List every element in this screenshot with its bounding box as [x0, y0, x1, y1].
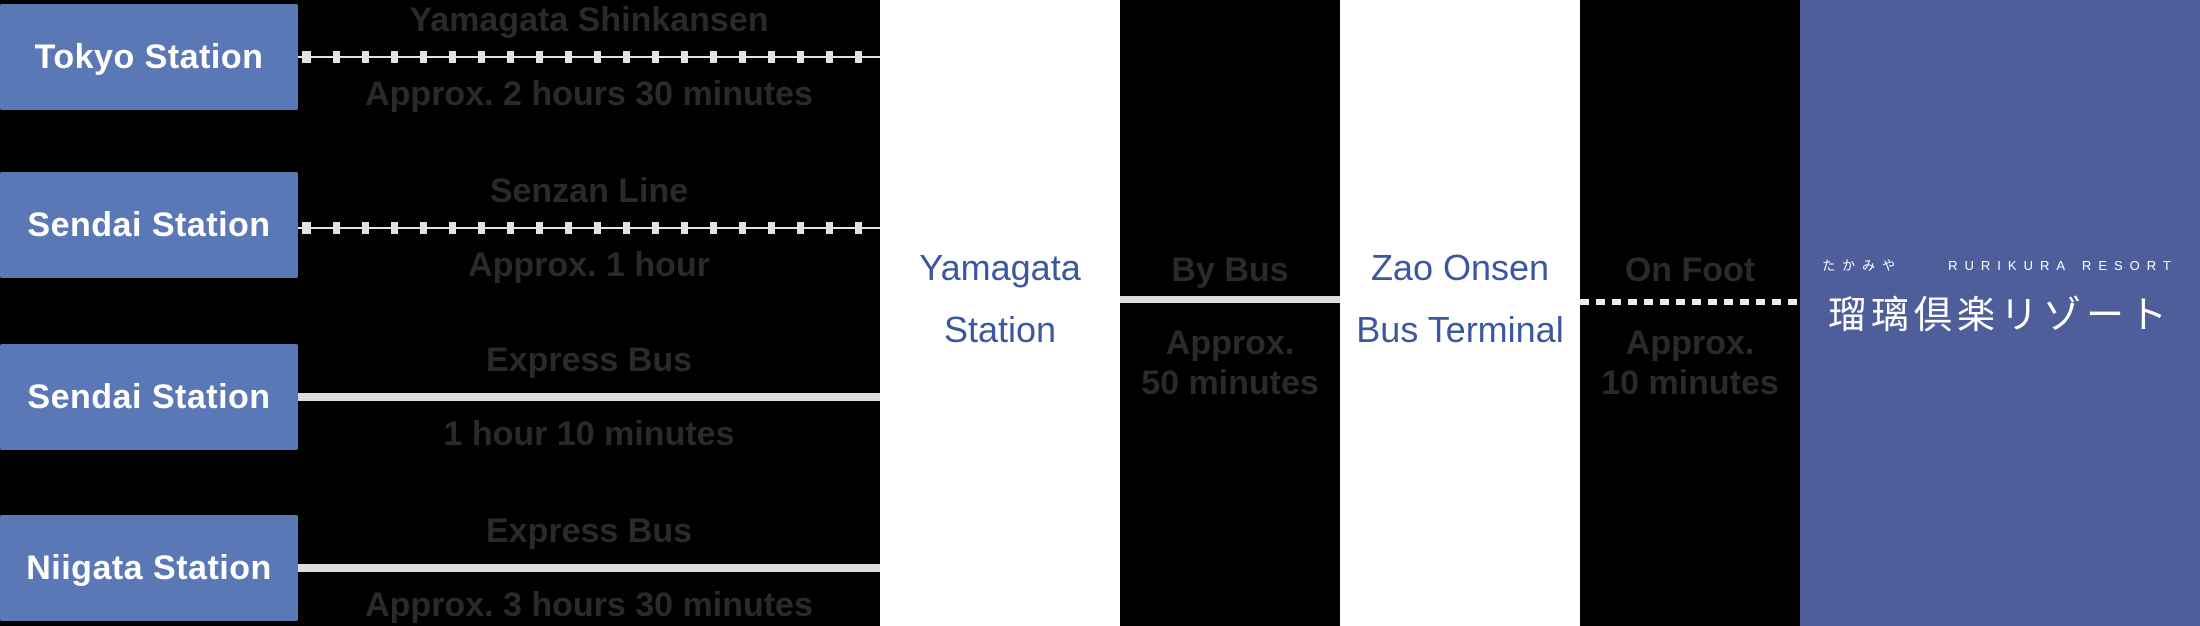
connection-tokyo-yamagata: Yamagata Shinkansen Approx. 2 hours 30 m…: [298, 0, 880, 114]
logo-japanese-name: 瑠璃倶楽リゾート: [1827, 295, 2172, 337]
station-label: Tokyo Station: [34, 37, 264, 76]
route-label: Senzan Line: [489, 172, 689, 210]
duration-label: Approx. 10 minutes: [1580, 323, 1800, 403]
hub-box-zao-onsen-bus-terminal: Zao Onsen Bus Terminal: [1340, 0, 1580, 626]
station-label: Sendai Station: [27, 205, 271, 244]
segment-on-foot: On Foot Approx. 10 minutes: [1580, 0, 1800, 626]
rurikura-resort-logo: たかみや RURIKURA RESORT 瑠璃倶楽リゾート: [1822, 255, 2178, 339]
railway-line: [298, 51, 880, 63]
bus-line: [1120, 296, 1340, 303]
duration-label: Approx. 50 minutes: [1120, 323, 1340, 403]
hub-label-line2: Station: [943, 309, 1057, 350]
station-box-sendai-rail: Sendai Station: [0, 172, 298, 278]
segment-by-bus: By Bus Approx. 50 minutes: [1120, 0, 1340, 626]
station-label: Niigata Station: [26, 548, 272, 587]
duration-line2: 10 minutes: [1601, 364, 1779, 402]
mode-label: By Bus: [1171, 251, 1289, 289]
bus-line: [298, 393, 880, 401]
logo-furigana: たかみや: [1822, 258, 1903, 273]
station-label: Sendai Station: [27, 377, 271, 416]
station-box-niigata: Niigata Station: [0, 515, 298, 621]
route-label: Express Bus: [486, 512, 692, 550]
logo-top-line: たかみや RURIKURA RESORT: [1822, 255, 2178, 274]
route-label: Yamagata Shinkansen: [409, 1, 769, 39]
duration-line2: 50 minutes: [1141, 364, 1319, 402]
connection-sendai-yamagata-rail: Senzan Line Approx. 1 hour: [298, 171, 880, 285]
walk-dashed-line: [1580, 299, 1800, 305]
station-box-tokyo: Tokyo Station: [0, 4, 298, 110]
railway-line: [298, 222, 880, 234]
hub-label-line1: Zao Onsen: [1370, 247, 1550, 288]
hub-label-line1: Yamagata: [919, 247, 1081, 288]
hub-box-yamagata-station: Yamagata Station: [880, 0, 1120, 626]
connection-sendai-yamagata-bus: Express Bus 1 hour 10 minutes: [298, 340, 880, 454]
logo-latin-name: RURIKURA RESORT: [1948, 258, 2178, 273]
station-box-sendai-bus: Sendai Station: [0, 344, 298, 450]
duration-label: 1 hour 10 minutes: [443, 415, 735, 453]
bus-line: [298, 564, 880, 572]
hub-label-line2: Bus Terminal: [1356, 309, 1564, 350]
mode-label: On Foot: [1624, 251, 1756, 289]
connection-niigata-yamagata-bus: Express Bus Approx. 3 hours 30 minutes: [298, 511, 880, 625]
duration-line1: Approx.: [1625, 324, 1755, 362]
resort-box-rurikura: たかみや RURIKURA RESORT 瑠璃倶楽リゾート: [1800, 0, 2200, 626]
route-label: Express Bus: [486, 341, 692, 379]
duration-label: Approx. 2 hours 30 minutes: [365, 75, 813, 113]
duration-label: Approx. 3 hours 30 minutes: [365, 586, 813, 624]
duration-label: Approx. 1 hour: [468, 246, 710, 284]
duration-line1: Approx.: [1165, 324, 1295, 362]
